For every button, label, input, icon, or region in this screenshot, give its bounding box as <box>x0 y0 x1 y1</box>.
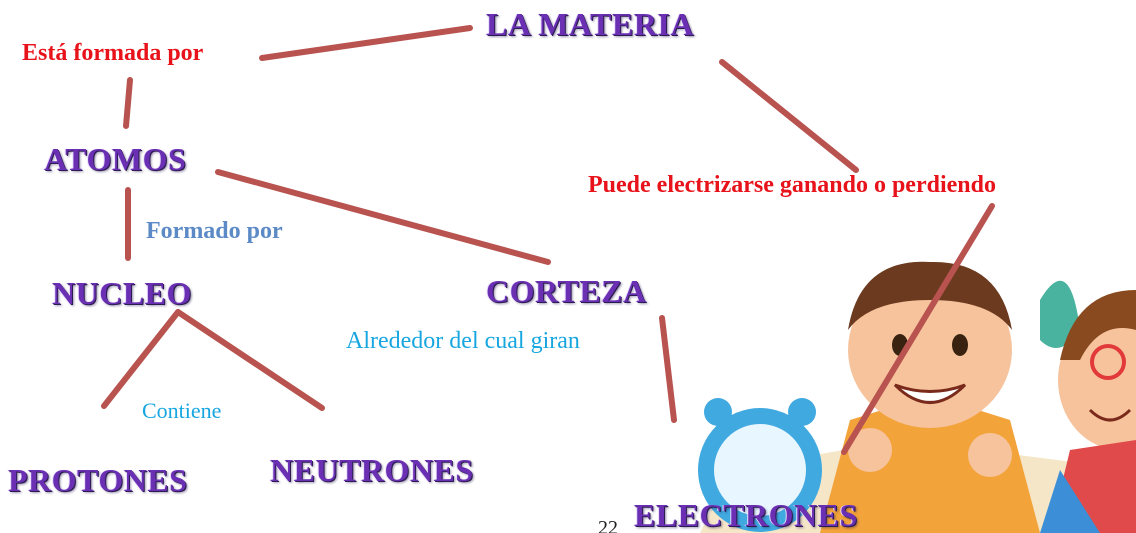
node-la-materia: LA MATERIA <box>486 6 694 42</box>
connector-materia-formada <box>259 25 473 61</box>
label-contiene: Contiene <box>142 398 222 423</box>
connector-formada-atomos <box>123 77 133 129</box>
connector-corteza-electrones <box>659 315 677 423</box>
connector-atomos-corteza <box>215 169 551 265</box>
node-corteza: CORTEZA <box>486 273 647 309</box>
node-electrones: ELECTRONES <box>634 497 858 533</box>
label-puede-electrizarse: Puede electrizarse ganando o perdiendo <box>588 172 996 198</box>
label-formado-por: Formado por <box>146 218 283 244</box>
label-alrededor-del-cual-giran: Alrededor del cual giran <box>346 328 580 354</box>
node-neutrones: NEUTRONES <box>270 452 474 488</box>
connector-nucleo-protones <box>101 309 181 409</box>
boy-figure <box>820 261 1040 533</box>
page-number: 22 <box>598 517 618 533</box>
node-atomos: ATOMOS <box>44 141 187 177</box>
connector-electrizarse-electrones <box>841 203 995 455</box>
label-esta-formada-por: Está formada por <box>22 40 204 66</box>
connector-materia-electrizarse <box>719 59 859 173</box>
node-protones: PROTONES <box>8 462 188 498</box>
node-nucleo: NUCLEO <box>52 275 192 311</box>
connector-nucleo-neutrones <box>175 309 325 411</box>
alarm-clock-icon <box>698 398 822 532</box>
girl-figure <box>1040 290 1136 533</box>
